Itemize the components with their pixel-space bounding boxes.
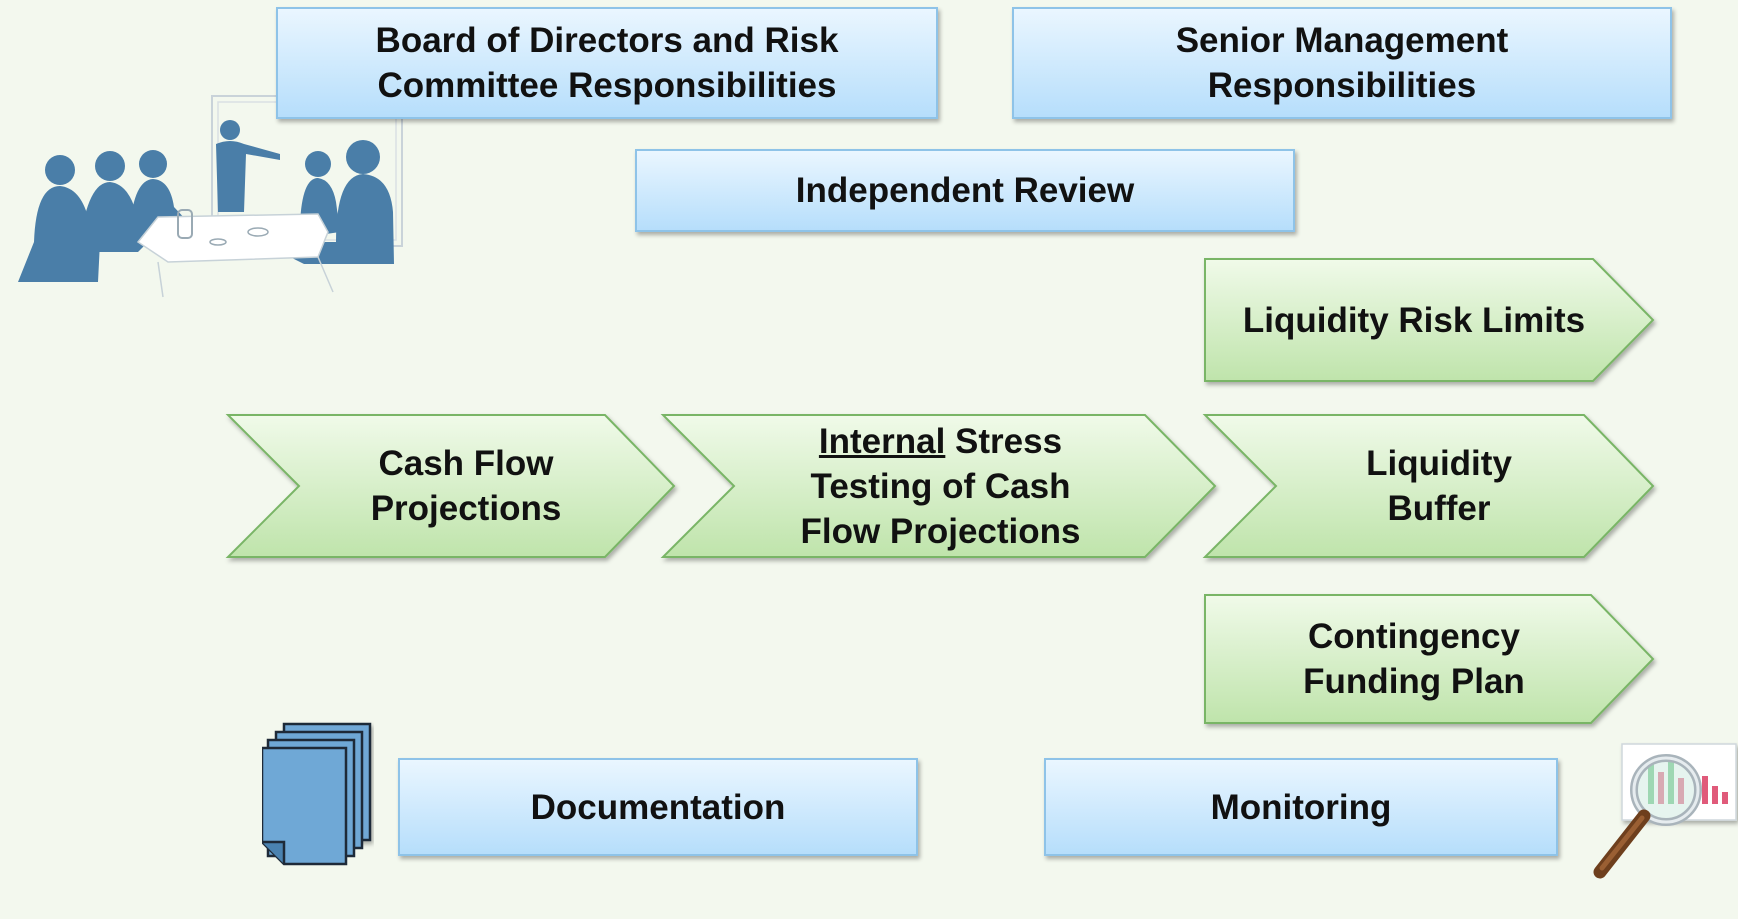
board-label-line1: Board of Directors and Risk [375,21,839,60]
liquidity-risk-limits-label: Liquidity Risk Limits [1242,300,1586,340]
liquidity-buffer-arrow: Liquidity Buffer [1202,414,1655,558]
document-stack-icon [260,720,374,868]
board-label-line2: Committee Responsibilities [377,66,837,105]
independent-review-box: Independent Review [635,149,1295,232]
senior-label-line2: Responsibilities [1207,66,1477,105]
monitoring-label: Monitoring [1210,787,1392,827]
cash-flow-label-line2: Projections [370,489,562,528]
stress-label-line2: Testing of Cash [810,466,1071,506]
liquidity-buffer-label-line2: Buffer [1387,489,1491,528]
stress-label-line1-rest: Stress [945,421,1063,461]
cfp-label-line1: Contingency [1308,617,1520,656]
meeting-illustration-icon [18,92,408,307]
magnifier-chart-icon [1582,742,1738,888]
internal-stress-testing-arrow: Internal Stress Testing of Cash Flow Pro… [660,414,1217,558]
stress-label-underlined: Internal [818,421,946,461]
monitoring-box: Monitoring [1044,758,1558,856]
liquidity-buffer-shape [1202,414,1655,558]
liquidity-buffer-label-line1: Liquidity [1366,444,1512,483]
documentation-box: Documentation [398,758,918,856]
contingency-funding-plan-arrow: Contingency Funding Plan [1204,594,1655,724]
contingency-funding-plan-shape [1204,594,1655,724]
independent-review-label: Independent Review [795,171,1135,210]
liquidity-risk-limits-arrow: Liquidity Risk Limits [1204,258,1655,382]
cash-flow-projections-arrow: Cash Flow Projections [225,414,676,558]
documentation-label: Documentation [530,787,786,827]
liquidity-risk-limits-shape [1204,258,1655,382]
stress-label-line3: Flow Projections [800,511,1081,551]
cash-flow-projections-shape [225,414,676,558]
senior-label-line1: Senior Management [1175,21,1509,60]
cfp-label-line2: Funding Plan [1303,662,1525,701]
internal-stress-testing-shape [660,414,1217,558]
cash-flow-label-line1: Cash Flow [378,444,554,483]
board-responsibilities-box: Board of Directors and Risk Committee Re… [276,7,938,119]
senior-management-box: Senior Management Responsibilities [1012,7,1672,119]
